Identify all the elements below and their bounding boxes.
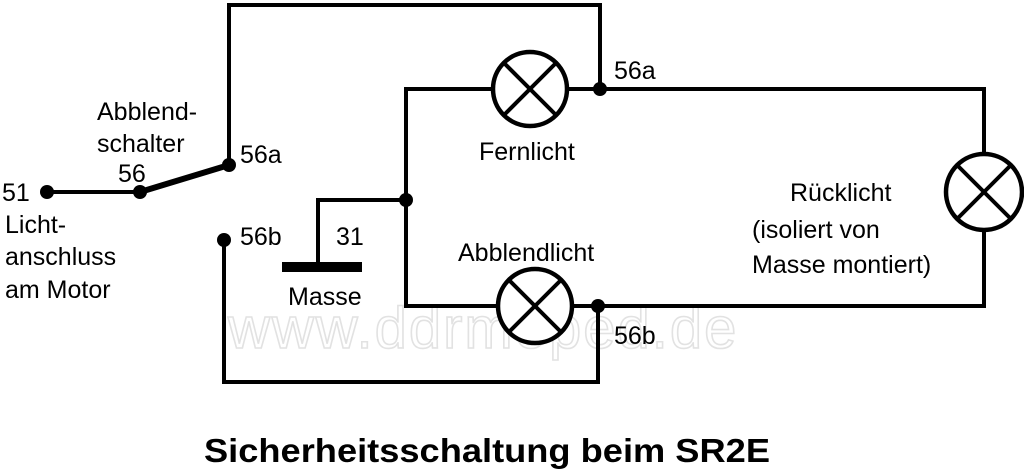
label-licht-1: Licht- bbox=[5, 211, 66, 239]
label-switch-56b: 56b bbox=[240, 223, 282, 251]
lamp-fernlicht-icon bbox=[490, 49, 570, 129]
label-abblendlicht: Abblendlicht bbox=[458, 239, 594, 267]
contact-56a-dot bbox=[222, 158, 236, 172]
switch-pivot-dot bbox=[133, 185, 147, 199]
ground-junction-dot bbox=[399, 193, 413, 207]
switch-lever bbox=[137, 162, 232, 195]
label-licht-3: am Motor bbox=[5, 276, 111, 304]
label-masse: Masse bbox=[288, 283, 362, 311]
label-switch-2: schalter bbox=[97, 130, 185, 158]
node-56b-dot bbox=[591, 299, 605, 313]
label-ruecklicht-3: Masse montiert) bbox=[752, 251, 931, 279]
label-ruecklicht-1: Rücklicht bbox=[790, 179, 891, 207]
label-node-56a: 56a bbox=[614, 57, 656, 85]
label-node-56b: 56b bbox=[614, 322, 656, 350]
label-terminal-51: 51 bbox=[2, 179, 30, 207]
wire-top-loop bbox=[227, 3, 602, 167]
wire-right-top bbox=[568, 87, 986, 154]
junction-dots bbox=[40, 82, 607, 313]
label-switch-56a: 56a bbox=[240, 141, 282, 169]
diagram-title: Sicherheitsschaltung beim SR2E bbox=[204, 432, 770, 469]
label-ruecklicht-2: (isoliert von bbox=[752, 216, 880, 244]
wire-bottom-loop bbox=[222, 238, 600, 384]
lamp-ruecklicht-icon bbox=[943, 151, 1024, 233]
wire-right-bottom bbox=[564, 230, 986, 308]
wire-ground bbox=[316, 198, 408, 266]
label-fernlicht: Fernlicht bbox=[479, 138, 575, 166]
lamp-abblendlicht-icon bbox=[495, 266, 575, 346]
node-56a-dot bbox=[593, 82, 607, 96]
label-switch-1: Abblend- bbox=[97, 98, 197, 126]
terminal-51-dot bbox=[40, 185, 54, 199]
label-licht-2: anschluss bbox=[5, 243, 116, 271]
contact-56b-dot bbox=[217, 233, 231, 247]
ground-bar bbox=[282, 262, 362, 272]
label-ground-31: 31 bbox=[336, 223, 364, 251]
label-switch-56: 56 bbox=[118, 160, 146, 188]
